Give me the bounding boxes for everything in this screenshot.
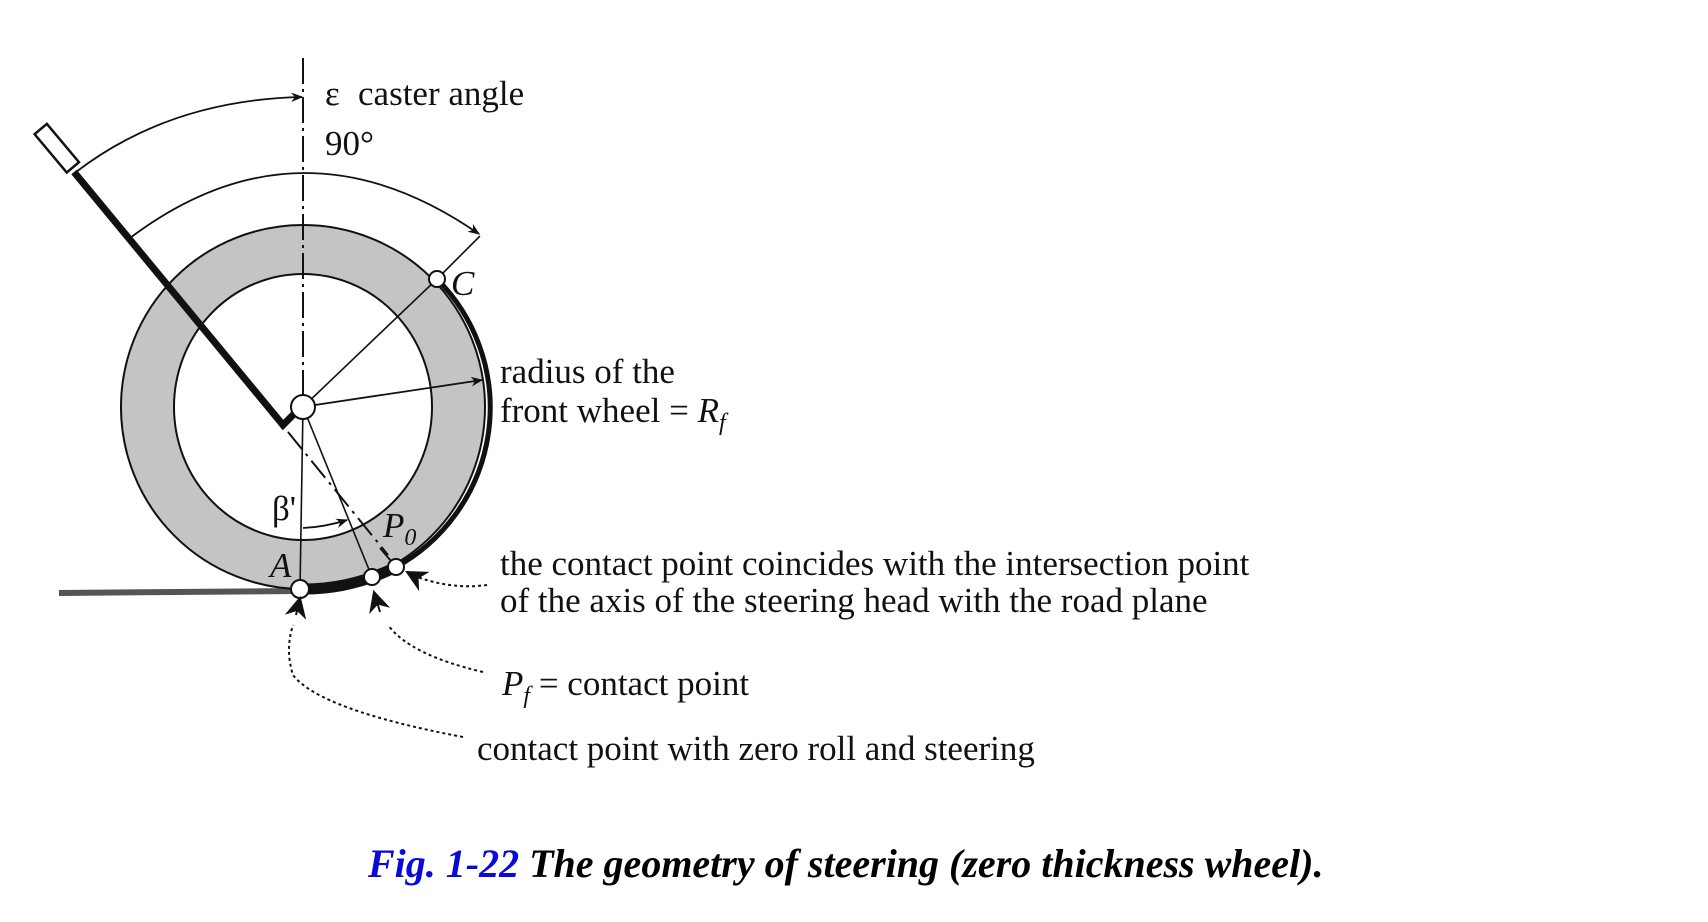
tire-outer-arc-thick	[394, 277, 493, 570]
p0-symbol: P	[382, 506, 404, 545]
arrowhead-zero-roll	[284, 595, 307, 620]
point-c-marker	[428, 270, 446, 288]
radius-label-text: front wheel =	[500, 391, 698, 430]
caption-number: Fig. 1-22	[368, 841, 520, 886]
figure-caption: Fig. 1-22 The geometry of steering (zero…	[368, 840, 1323, 887]
beta-prime-arc	[302, 518, 349, 529]
radius-arrow	[314, 376, 484, 406]
contact-patch-arc	[299, 562, 399, 595]
right-angle-arc	[129, 172, 480, 239]
tire-ring	[119, 224, 487, 590]
contact-point-label: Pf = contact point	[501, 664, 749, 709]
arrowhead-pf	[369, 589, 391, 615]
caster-angle-label: caster angle	[358, 74, 524, 113]
leader-pf	[387, 624, 484, 673]
radius-symbol: R	[697, 391, 719, 430]
p0-subscript: 0	[404, 525, 416, 551]
intersection-label-line1: the contact point coincides with the int…	[500, 544, 1250, 583]
leader-intersection	[411, 574, 488, 588]
point-p0-marker	[387, 558, 405, 576]
arrowhead-intersection	[405, 570, 430, 592]
point-pf-marker	[363, 568, 381, 586]
caster-angle-symbol: ε	[325, 74, 340, 113]
point-a-label: A	[268, 546, 292, 585]
point-a-marker	[290, 579, 310, 599]
spoke-to-c	[302, 278, 438, 408]
caster-angle-arc	[75, 92, 304, 173]
radius-label-line2: front wheel = Rf	[500, 391, 729, 436]
point-p0-label: P0	[382, 506, 416, 551]
caption-text: The geometry of steering (zero thickness…	[519, 841, 1324, 886]
steering-head-handle	[32, 122, 81, 175]
zero-roll-label: contact point with zero roll and steerin…	[477, 729, 1035, 768]
radius-subscript: f	[719, 410, 729, 436]
radius-label-line1: radius of the	[500, 352, 675, 391]
contact-subscript: f	[523, 683, 533, 709]
c-extension	[436, 235, 481, 280]
leader-zero-roll	[288, 624, 464, 738]
intersection-label-line2: of the axis of the steering head with th…	[500, 581, 1208, 620]
point-c-label: C	[451, 264, 475, 303]
vertical-radius-to-a	[299, 406, 304, 590]
contact-text: = contact point	[530, 664, 749, 703]
right-angle-label: 90°	[325, 124, 374, 163]
beta-prime-label: β'	[272, 489, 296, 528]
contact-symbol: P	[501, 664, 523, 703]
road-plane	[58, 588, 301, 596]
spoke-to-pf	[302, 406, 373, 578]
hub-point	[290, 394, 316, 420]
steering-rod	[71, 169, 297, 431]
